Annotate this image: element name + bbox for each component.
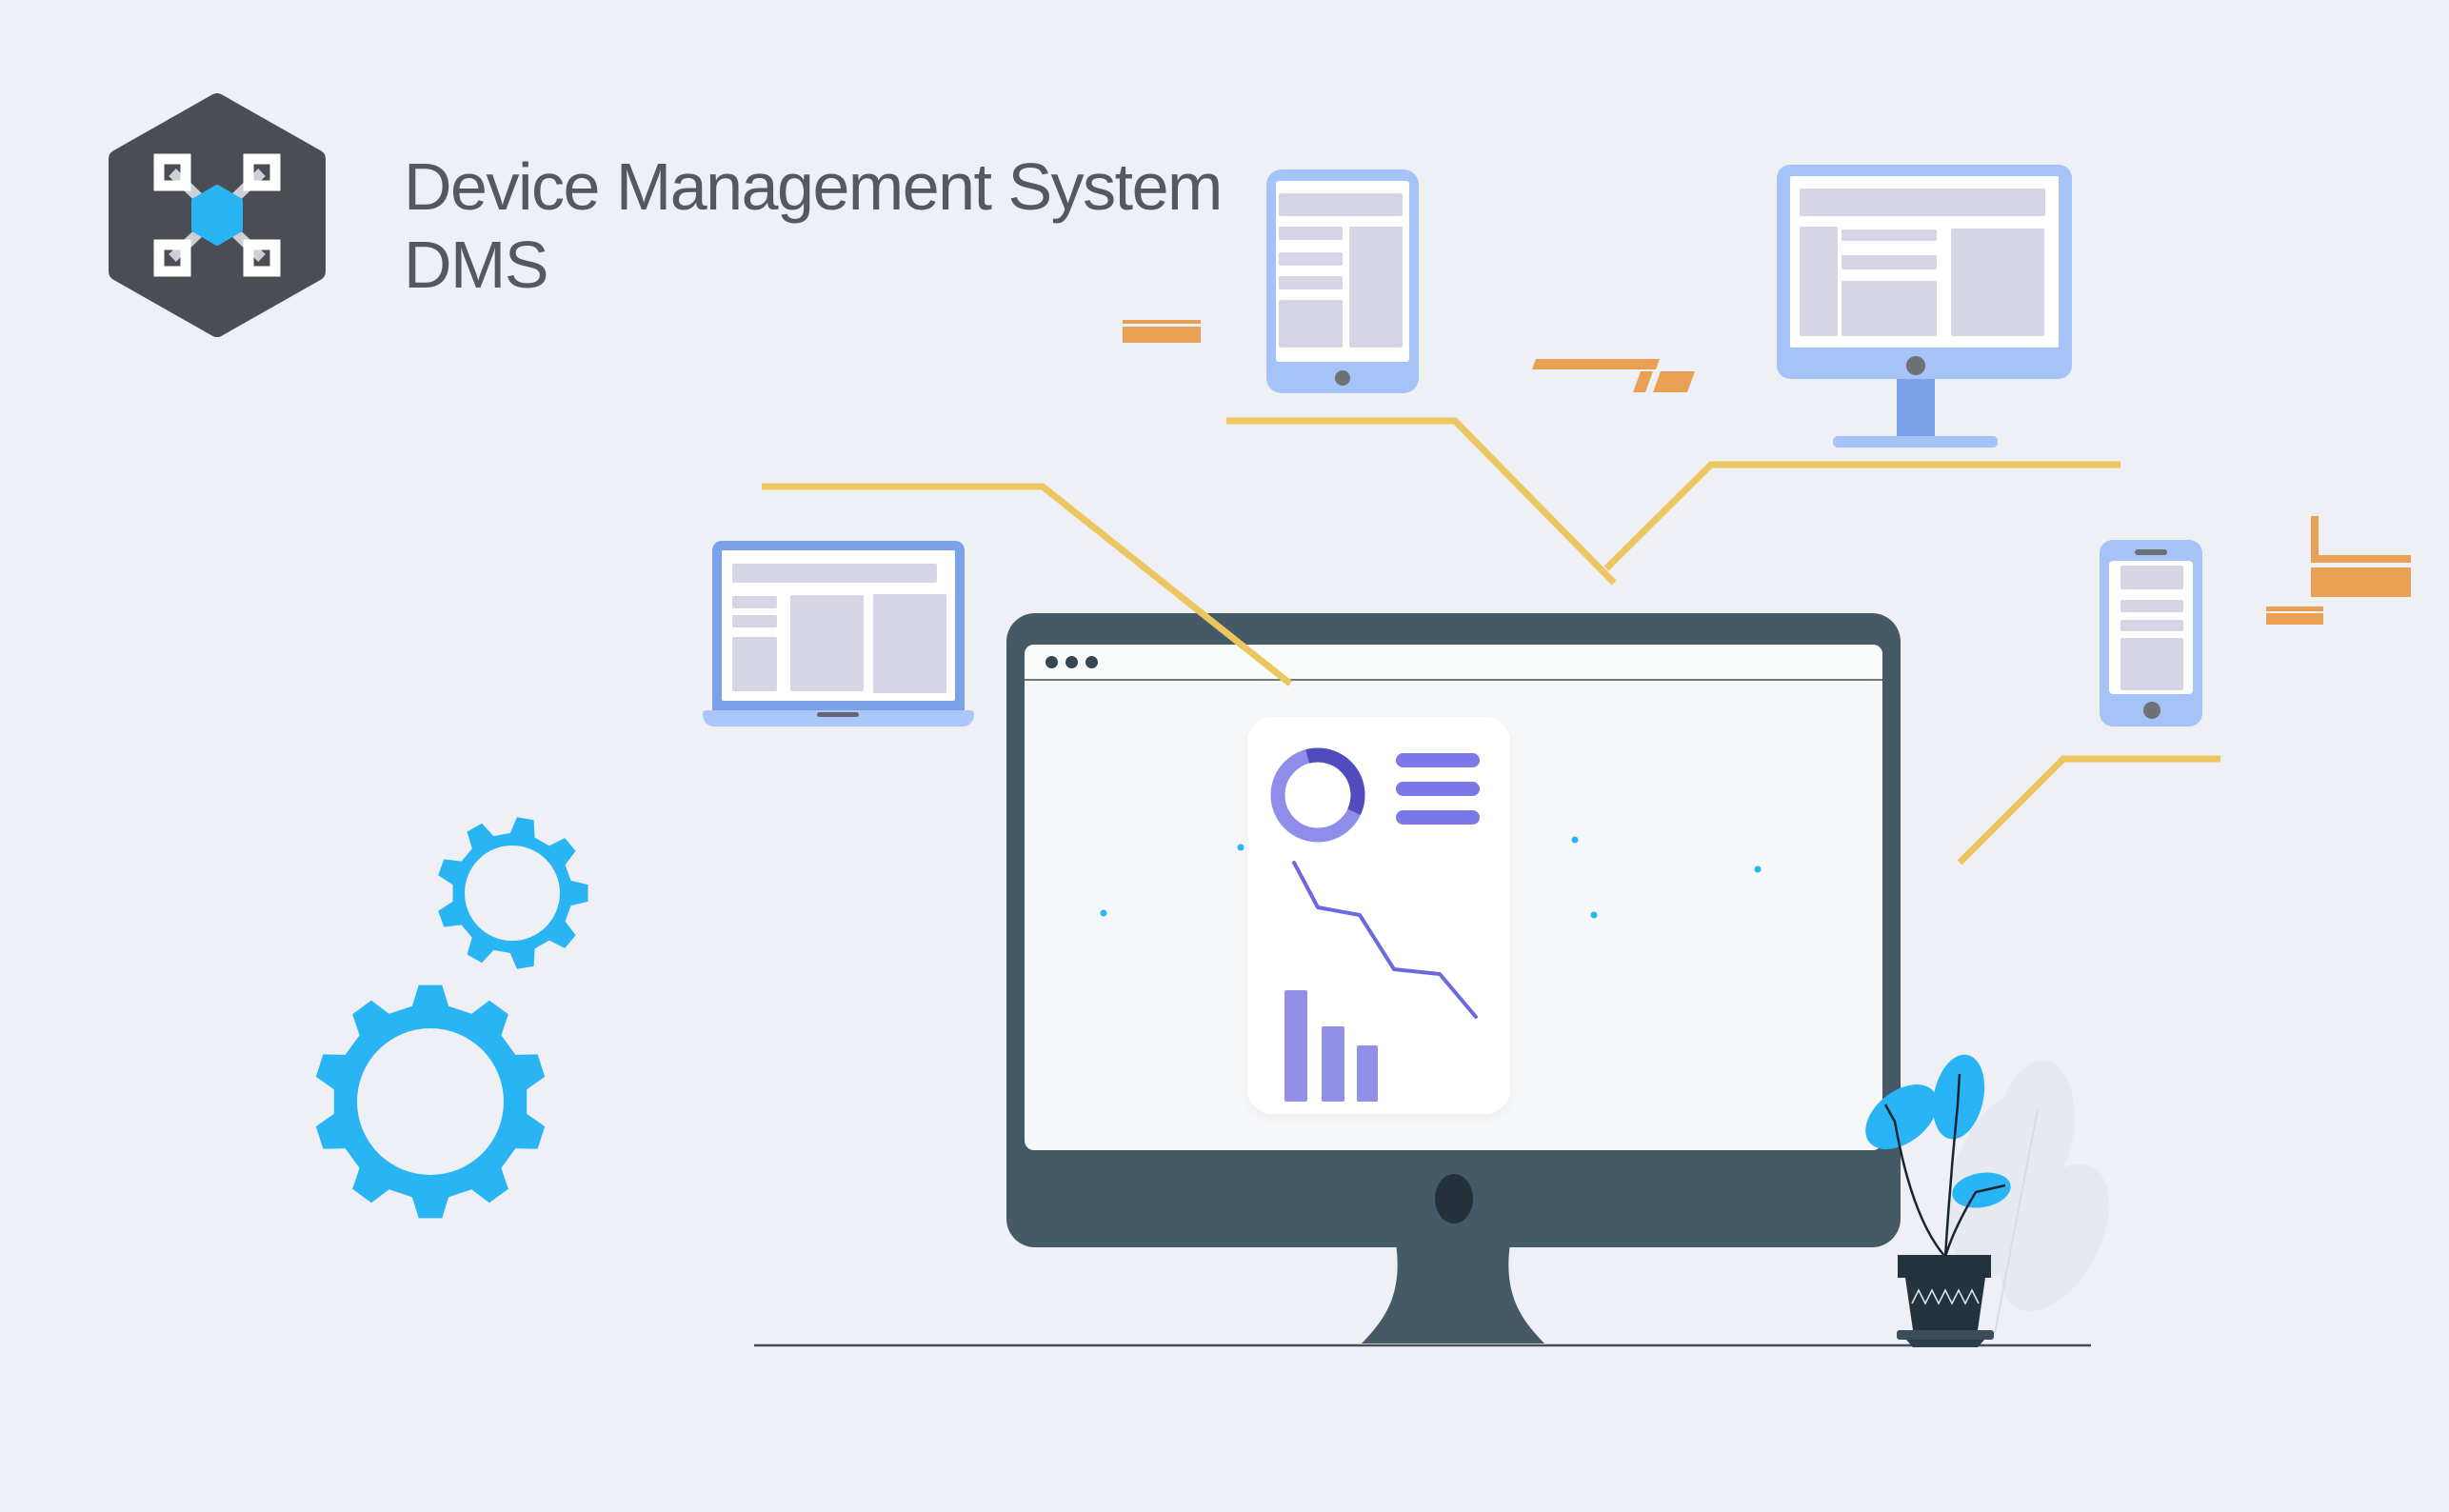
desktop-camera-dot xyxy=(1906,356,1925,375)
monitor-power-dot xyxy=(1435,1174,1473,1224)
phone-home-button xyxy=(2143,702,2160,719)
window-dot-icon xyxy=(1085,655,1098,668)
smartphone-icon xyxy=(2100,540,2202,726)
logo-nodes xyxy=(153,153,281,277)
desktop-stand-neck xyxy=(1897,379,1935,438)
dashboard-charts xyxy=(1270,747,1480,1102)
tablet-device-icon xyxy=(1266,169,1419,393)
tablet-home-button xyxy=(1335,370,1350,386)
browser-titlebar xyxy=(1025,645,1882,681)
tablet-screen xyxy=(1276,181,1409,362)
dms-logo-icon xyxy=(109,93,326,337)
laptop-notch xyxy=(817,712,859,717)
page-title: Device Management System DMS xyxy=(404,149,1356,305)
window-dot-icon xyxy=(1065,655,1078,668)
desktop-screen xyxy=(1790,176,2059,348)
logo-center-hexagon xyxy=(191,185,243,246)
phone-speaker xyxy=(2135,549,2167,555)
laptop-screen xyxy=(722,550,955,701)
main-monitor xyxy=(1006,613,1901,1247)
window-dot-icon xyxy=(1045,655,1058,668)
dashboard-card xyxy=(1247,717,1510,1114)
browser-window xyxy=(1025,645,1882,1150)
title-line-2: DMS xyxy=(404,227,549,302)
laptop-base xyxy=(703,710,974,726)
desktop-stand-base xyxy=(1833,436,1998,448)
desktop-computer-icon xyxy=(1777,165,2072,379)
phone-screen xyxy=(2109,561,2193,694)
laptop-computer-icon xyxy=(712,541,965,710)
title-line-1: Device Management System xyxy=(404,149,1223,224)
